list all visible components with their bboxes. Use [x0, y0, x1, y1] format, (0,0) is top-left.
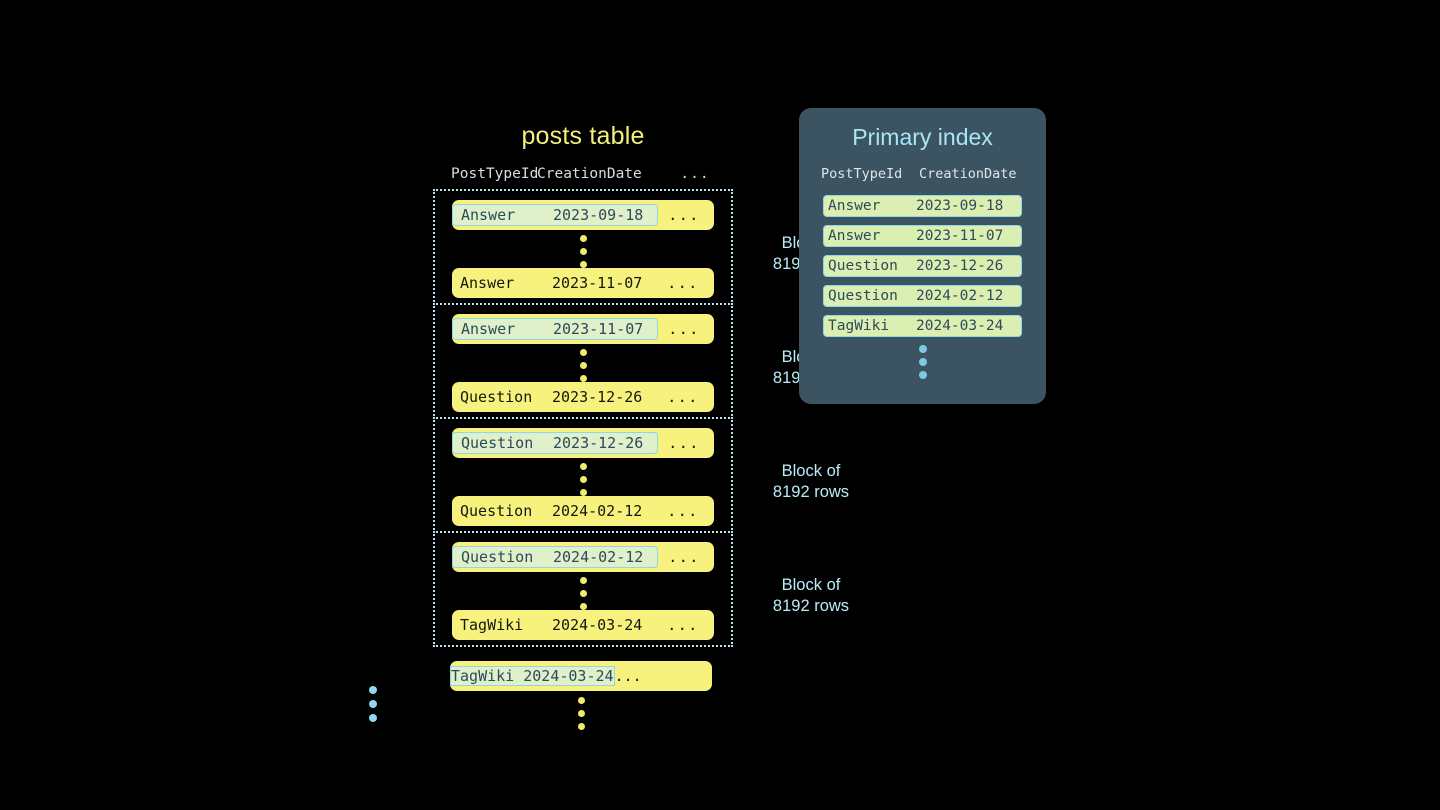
cell-posttypeid: TagWiki: [460, 616, 524, 634]
table-row: Answer 2023-11-07 ...: [452, 314, 714, 344]
cell-more: ...: [668, 548, 700, 566]
cell-creationdate: 2024-03-24: [552, 616, 643, 634]
column-header-posttypeid: PostTypeId: [451, 166, 539, 182]
cell-creationdate: 2023-09-18: [916, 198, 1004, 214]
table-block: Answer 2023-09-18 ... Answer 2023-11-07 …: [433, 189, 849, 305]
cell-posttypeid: Question: [461, 434, 534, 452]
primary-index-column-headers: PostTypeId CreationDate: [799, 166, 1046, 182]
index-row: Answer 2023-09-18: [823, 195, 1022, 217]
cell-more: ...: [614, 667, 642, 685]
table-row: Question 2024-02-12 ...: [452, 542, 714, 572]
cell-posttypeid: Question: [828, 258, 898, 274]
cell-posttypeid: Answer: [461, 320, 516, 338]
cell-creationdate: 2024-02-12: [916, 288, 1004, 304]
table-ellipsis-dots: [450, 697, 712, 730]
table-block: Question 2024-02-12 ... TagWiki 2024-03-…: [433, 531, 849, 647]
column-header-posttypeid: PostTypeId: [821, 166, 903, 182]
cell-more: ...: [667, 388, 699, 406]
cell-creationdate: 2023-12-26: [553, 434, 644, 452]
column-header-more: ...: [680, 166, 710, 182]
row-ellipsis-dots: [452, 463, 714, 496]
cell-creationdate: 2023-11-07: [916, 228, 1004, 244]
blocks-ellipsis-dots: [369, 686, 377, 722]
index-row: Answer 2023-11-07: [823, 225, 1022, 247]
primary-index-panel: Primary index PostTypeId CreationDate An…: [799, 108, 1046, 404]
table-row-trailing: TagWiki 2024-03-24 ...: [450, 661, 712, 691]
cell-posttypeid: Answer: [460, 274, 515, 292]
cell-posttypeid: Answer: [461, 206, 516, 224]
table-row: Question 2024-02-12 ...: [452, 496, 714, 526]
cell-creationdate: 2024-02-12: [553, 548, 644, 566]
index-row: Question 2023-12-26: [823, 255, 1022, 277]
cell-posttypeid: Question: [460, 502, 533, 520]
cell-more: ...: [668, 206, 700, 224]
primary-index-title: Primary index: [852, 124, 993, 150]
table-row: Answer 2023-09-18 ...: [452, 200, 714, 230]
column-header-creationdate: CreationDate: [537, 166, 642, 182]
posts-table-column-headers: PostTypeId CreationDate ...: [433, 166, 733, 182]
cell-creationdate: 2023-11-07: [552, 274, 643, 292]
posts-table-blocks: Answer 2023-09-18 ... Answer 2023-11-07 …: [433, 189, 849, 647]
index-row: Question 2024-02-12: [823, 285, 1022, 307]
cell-more: ...: [668, 320, 700, 338]
table-row: Answer 2023-11-07 ...: [452, 268, 714, 298]
cell-posttypeid: TagWiki: [828, 318, 890, 334]
cell-creationdate: 2024-03-24: [523, 667, 614, 685]
table-row: TagWiki 2024-03-24 ...: [452, 610, 714, 640]
cell-creationdate: 2023-12-26: [552, 388, 643, 406]
cell-posttypeid: Answer: [828, 198, 881, 214]
cell-more: ...: [667, 502, 699, 520]
row-ellipsis-dots: [452, 235, 714, 268]
cell-creationdate: 2023-11-07: [553, 320, 644, 338]
cell-more: ...: [668, 434, 700, 452]
cell-more: ...: [667, 616, 699, 634]
table-row: Question 2023-12-26 ...: [452, 382, 714, 412]
cell-posttypeid: Question: [828, 288, 898, 304]
cell-more: ...: [667, 274, 699, 292]
cell-posttypeid: Question: [460, 388, 533, 406]
cell-creationdate: 2024-02-12: [552, 502, 643, 520]
cell-creationdate: 2024-03-24: [916, 318, 1004, 334]
table-block: Question 2023-12-26 ... Question 2024-02…: [433, 417, 849, 533]
index-row: TagWiki 2024-03-24: [823, 315, 1022, 337]
posts-table-title: posts table: [521, 122, 645, 150]
table-block: Answer 2023-11-07 ... Question 2023-12-2…: [433, 303, 849, 419]
primary-index-rows: Answer 2023-09-18 Answer 2023-11-07 Ques…: [799, 195, 1046, 379]
block-label: Block of 8192 rows: [772, 576, 850, 615]
row-ellipsis-dots: [452, 349, 714, 382]
index-ellipsis-dots: [823, 345, 1022, 379]
table-row: Question 2023-12-26 ...: [452, 428, 714, 458]
cell-posttypeid: Question: [461, 548, 534, 566]
block-label: Block of 8192 rows: [772, 462, 850, 501]
cell-creationdate: 2023-09-18: [553, 206, 644, 224]
cell-creationdate: 2023-12-26: [916, 258, 1004, 274]
cell-posttypeid: Answer: [828, 228, 881, 244]
row-ellipsis-dots: [452, 577, 714, 610]
column-header-creationdate: CreationDate: [919, 166, 1017, 182]
cell-posttypeid: TagWiki: [451, 667, 515, 685]
